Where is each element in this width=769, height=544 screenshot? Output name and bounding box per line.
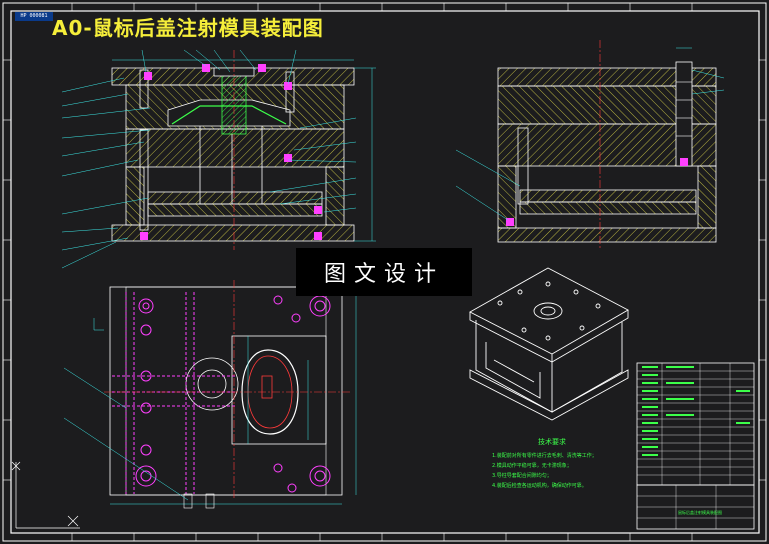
isometric-view (469, 267, 629, 421)
tech-requirement-line: 4.装配后检查各运动机构，确保动作可靠。 (492, 483, 587, 489)
tech-requirement-line: 3.导柱导套配合间隙均匀； (492, 473, 552, 479)
side-section-view (455, 40, 725, 250)
frame-zone-ticks (3, 3, 766, 541)
watermark-stamp: 图文设计 (296, 248, 472, 296)
tech-requirements-heading: 技术要求 (538, 438, 566, 446)
title-block (636, 362, 755, 530)
main-section-view (61, 49, 376, 269)
tech-requirement-line: 2.模具动作平稳可靠，无卡滞现象； (492, 463, 572, 469)
title-block-caption: 鼠标后盖注射模具装配图 (678, 510, 722, 515)
drawing-title: A0-鼠标后盖注射模具装配图 (52, 16, 324, 40)
tech-requirement-line: 1.装配前对所有零件进行去毛刺、清洗等工作； (492, 453, 597, 459)
corner-tag: HP 000081 (15, 12, 53, 21)
plan-view (11, 280, 357, 529)
